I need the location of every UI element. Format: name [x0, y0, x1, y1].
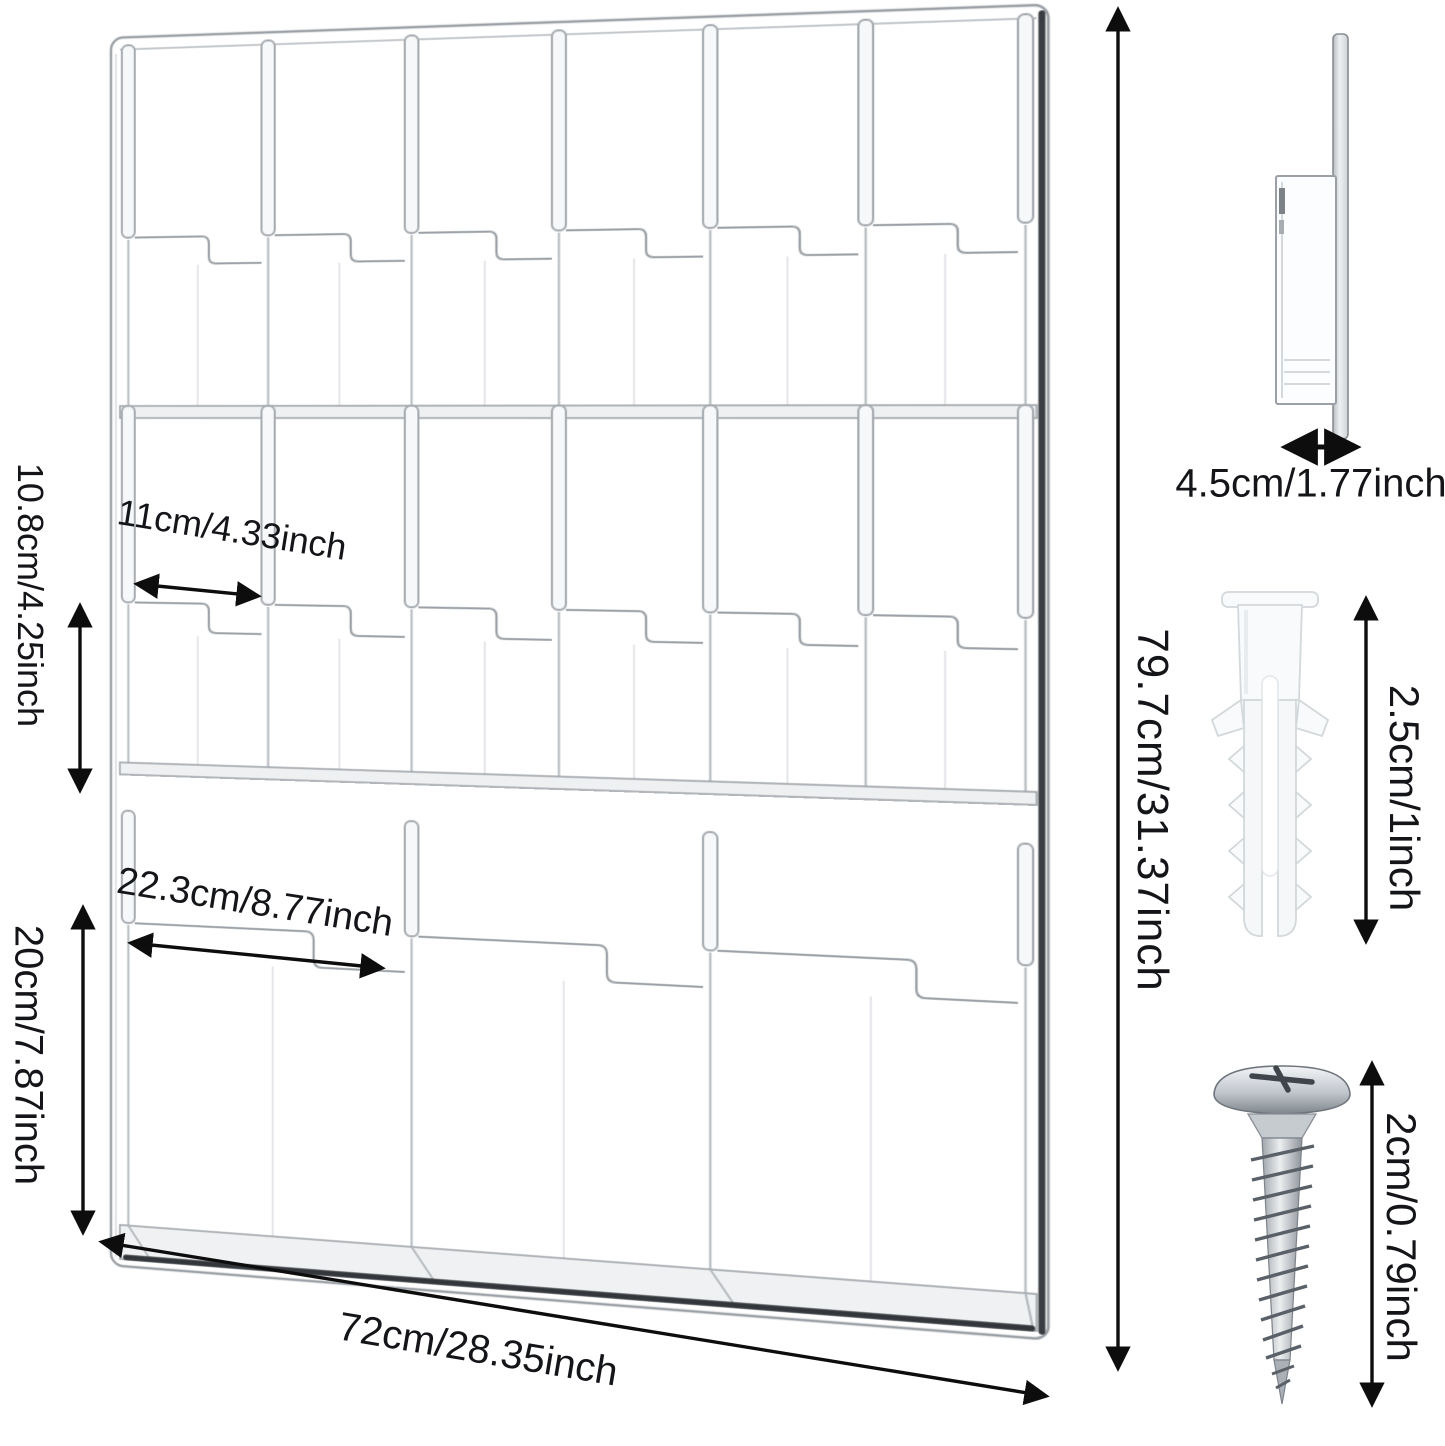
rack-row-top	[120, 12, 1037, 418]
label-row-height-large: 20cm/7.87inch	[6, 924, 51, 1186]
rack-row-middle	[120, 404, 1037, 805]
screw-threads	[1250, 1144, 1315, 1360]
anchor-slot	[1261, 675, 1279, 877]
brochure-rack	[108, 0, 1055, 1446]
label-row-height-small: 10.8cm/4.25inch	[10, 462, 51, 728]
rack-back-panel	[111, 5, 1048, 1340]
row-shelf	[120, 762, 1037, 805]
row-shelf	[120, 405, 1037, 418]
drywall-anchor-icon	[1210, 591, 1330, 937]
brochure-rack-line-art	[108, 0, 1055, 1446]
phillips-slot	[1249, 1065, 1315, 1093]
label-holder-depth: 4.5cm/1.77inch	[1175, 461, 1445, 506]
label-total-height: 79.7cm/31.37inch	[1128, 628, 1177, 992]
label-screw-length: 2cm/0.79inch	[1378, 1112, 1425, 1362]
mounting-screw-icon	[1213, 1065, 1351, 1405]
holder-side-profile-icon	[1275, 33, 1349, 440]
screw-head	[1213, 1065, 1351, 1115]
label-anchor-length: 2.5cm/1inch	[1381, 684, 1428, 912]
side-pocket	[1275, 175, 1337, 405]
